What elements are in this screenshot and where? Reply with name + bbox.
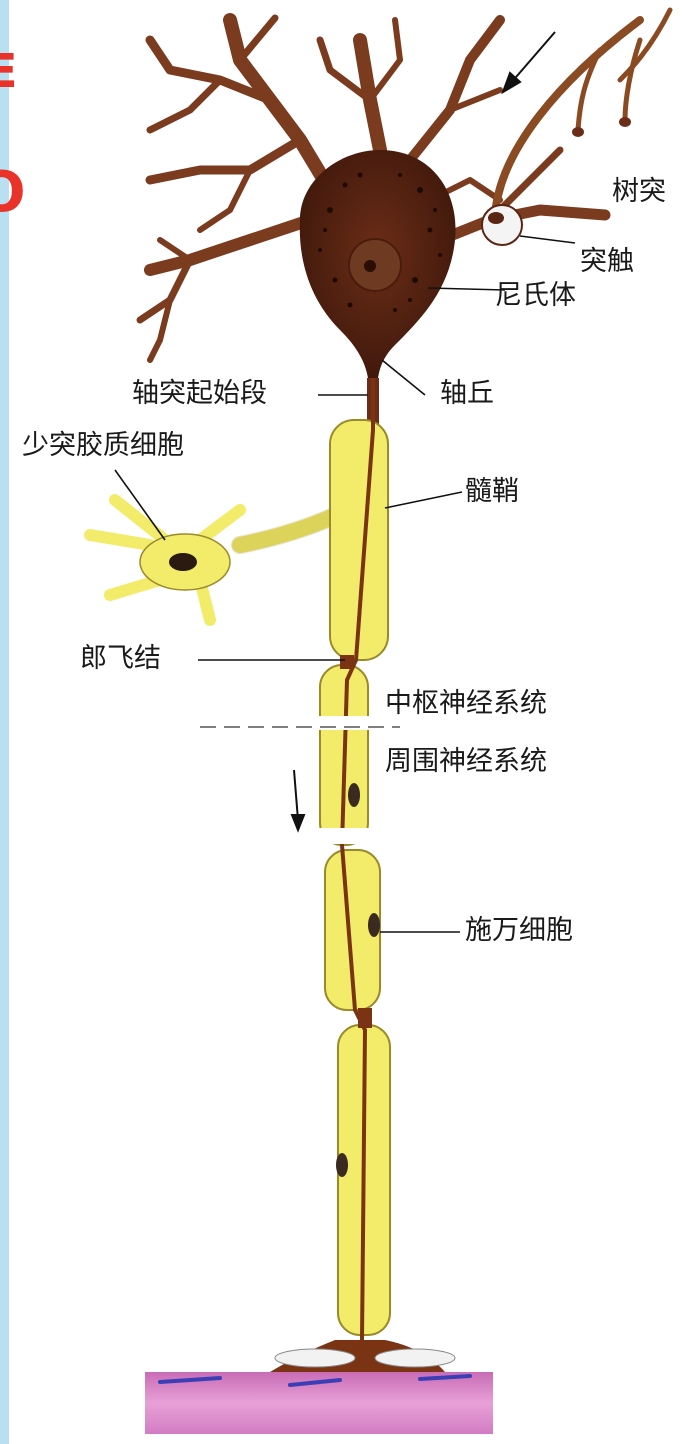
axon-break-gap — [300, 828, 420, 844]
axon-terminal-bouton-2 — [619, 117, 631, 127]
label-dendrite: 树突 — [612, 178, 666, 205]
label-axon-initial-segment: 轴突起始段 — [132, 380, 267, 407]
label-cns: 中枢神经系统 — [385, 690, 547, 717]
label-schwann-cell: 施万细胞 — [465, 917, 573, 944]
oligodendrocyte — [90, 500, 355, 620]
label-myelin-sheath: 髓鞘 — [465, 478, 519, 505]
label-oligodendrocyte: 少突胶质细胞 — [22, 432, 184, 459]
label-synapse: 突触 — [580, 248, 634, 275]
muscle-fiber — [145, 1372, 493, 1434]
label-node-of-ranvier: 郎飞结 — [80, 645, 161, 672]
myelin-segments — [320, 420, 390, 1335]
axon-terminal-bouton-1 — [572, 127, 584, 137]
label-nissl-body: 尼氏体 — [495, 282, 576, 309]
nucleolus — [364, 260, 376, 272]
synapse-circle — [482, 205, 522, 245]
label-pns: 周围神经系统 — [385, 748, 547, 775]
label-axon-hillock: 轴丘 — [440, 380, 494, 407]
